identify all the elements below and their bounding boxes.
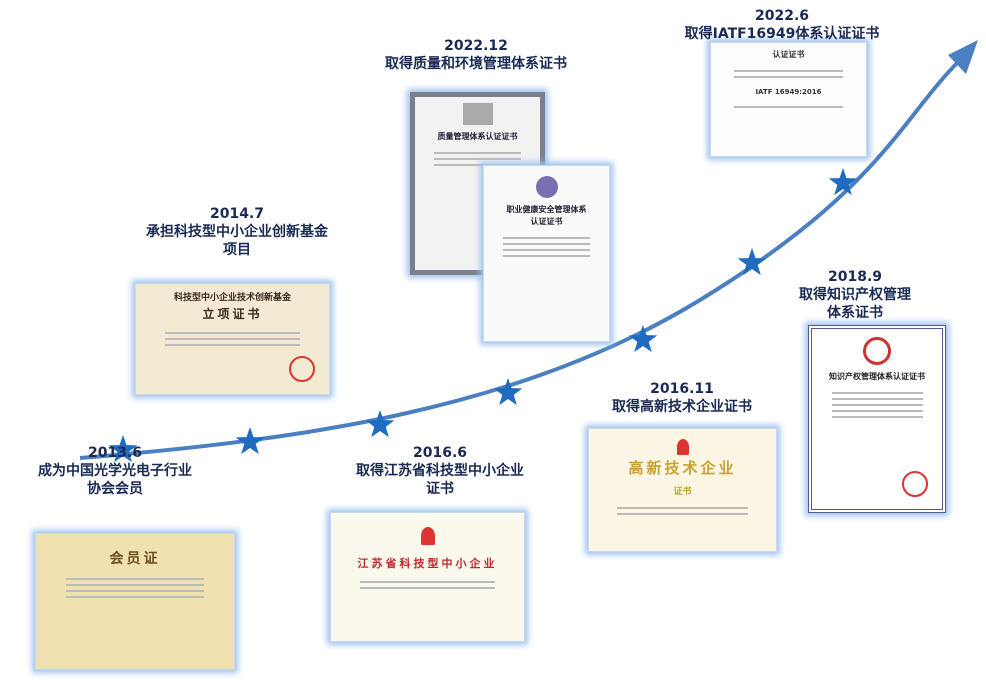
milestone-star-icon bbox=[628, 325, 658, 353]
certificate-title: 江苏省科技型中小企业 bbox=[357, 557, 498, 570]
flame-emblem-icon bbox=[676, 439, 689, 455]
logo-icon bbox=[863, 337, 891, 365]
certificate-title: 质量管理体系认证证书 bbox=[437, 132, 518, 141]
membership-certificate-image: 会员证 bbox=[35, 533, 235, 670]
milestone-star-icon bbox=[365, 410, 395, 438]
certificate-subtitle: 认证证书 bbox=[530, 217, 563, 226]
ohsms-certificate-image: 职业健康安全管理体系认证证书 bbox=[483, 165, 610, 342]
certificate-title: 职业健康安全管理体系 bbox=[506, 205, 587, 214]
logo-icon bbox=[535, 176, 558, 198]
innovation-fund-certificate-image: 科技型中小企业技术创新基金立项证书 bbox=[135, 283, 330, 395]
milestone-star-icon bbox=[737, 248, 767, 276]
high-tech-certificate-image: 高新技术企业证书 bbox=[588, 428, 777, 552]
certificate-title: 认证证书 bbox=[772, 50, 805, 59]
arrow-head-icon bbox=[948, 40, 978, 74]
certificate-title: 科技型中小企业技术创新基金 bbox=[173, 293, 291, 303]
iatf16949-certificate-image: 认证证书 IATF 16949:2016 bbox=[710, 42, 867, 157]
certificate-title: 高新技术企业 bbox=[628, 459, 737, 477]
certificate-subtitle: 证书 bbox=[673, 487, 692, 497]
milestone-star-icon bbox=[828, 168, 858, 196]
certificate-title: 会员证 bbox=[109, 551, 161, 567]
flame-emblem-icon bbox=[420, 527, 435, 545]
seal-icon bbox=[902, 471, 928, 497]
jiangsu-sme-certificate-image: 江苏省科技型中小企业 bbox=[330, 512, 525, 642]
certificate-subtitle: IATF 16949:2016 bbox=[755, 88, 822, 96]
seal-icon bbox=[289, 356, 315, 382]
milestone-star-icon bbox=[108, 435, 138, 463]
logo-icon bbox=[462, 103, 493, 125]
certificate-title: 知识产权管理体系认证证书 bbox=[829, 372, 925, 381]
ip-management-certificate-image: 知识产权管理体系认证证书 bbox=[808, 325, 946, 513]
milestone-star-icon bbox=[235, 427, 265, 455]
certificate-subtitle: 立项证书 bbox=[202, 307, 263, 321]
milestone-star-icon bbox=[493, 378, 523, 406]
